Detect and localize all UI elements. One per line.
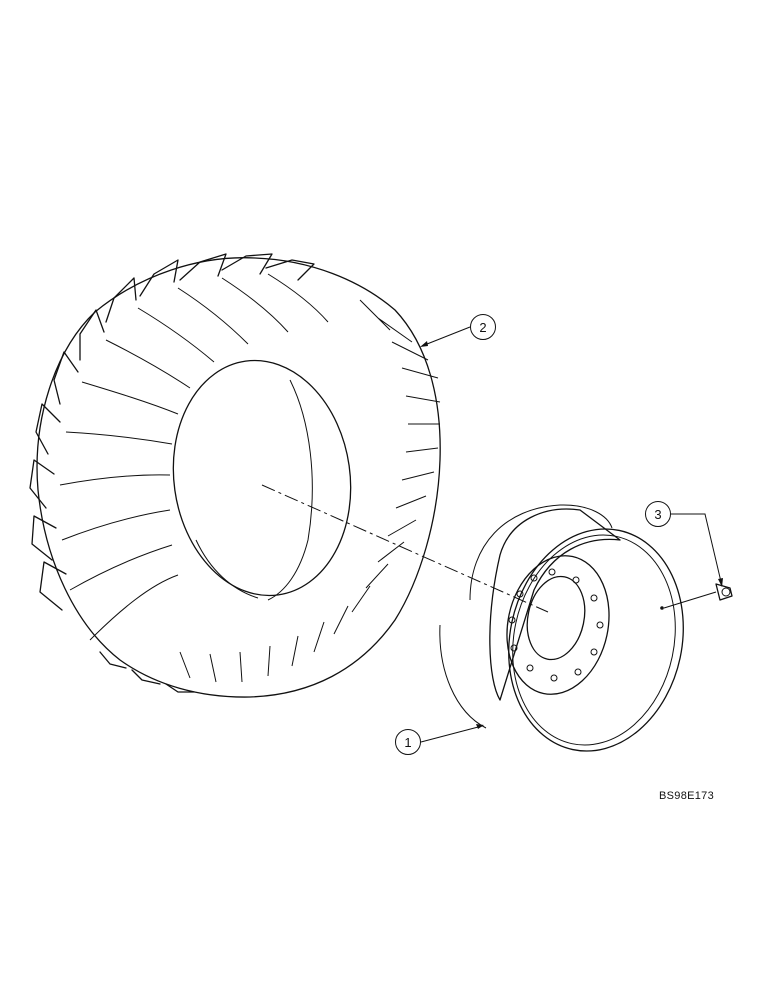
rim-barrel bbox=[489, 508, 621, 701]
callout-circle bbox=[645, 501, 671, 527]
leader-line bbox=[671, 513, 723, 587]
leader-line bbox=[421, 326, 471, 347]
tire-bottom-lugs bbox=[99, 651, 195, 693]
rim-lug-holes bbox=[508, 568, 604, 682]
rim-hub-bore bbox=[526, 575, 586, 661]
tire-outer-outline bbox=[36, 257, 441, 698]
leader-arrow bbox=[476, 724, 484, 729]
lug-hole bbox=[596, 621, 604, 629]
valve-stem-body bbox=[715, 583, 733, 601]
valve-stem bbox=[715, 583, 733, 601]
rim-front-flange-inner bbox=[512, 534, 676, 746]
callout-1: 1 bbox=[395, 724, 484, 755]
lug-hole bbox=[574, 668, 582, 676]
tire-side-tread bbox=[179, 299, 441, 683]
tire bbox=[29, 253, 441, 698]
lug-hole bbox=[508, 616, 516, 624]
lug-hole bbox=[550, 674, 558, 682]
callout-number: 3 bbox=[654, 507, 661, 522]
rim-disc bbox=[506, 555, 610, 695]
lug-hole bbox=[590, 648, 598, 656]
leader-arrow bbox=[420, 341, 428, 347]
drawing-reference-code: BS98E173 bbox=[659, 790, 714, 802]
tire-inner-shadow bbox=[195, 539, 259, 599]
callout-3: 3 bbox=[645, 501, 723, 609]
rim-back-flange-lower bbox=[439, 624, 487, 729]
rim-front-flange-outer bbox=[508, 528, 684, 752]
tire-tread-grooves bbox=[59, 273, 329, 641]
callout-circle bbox=[470, 314, 496, 340]
lug-hole bbox=[548, 568, 556, 576]
wheel-rim bbox=[439, 504, 684, 752]
assembly-center-line bbox=[261, 484, 549, 613]
lug-hole bbox=[516, 590, 524, 598]
valve-stem-cap bbox=[721, 587, 731, 597]
callout-2: 2 bbox=[420, 314, 496, 347]
rim-back-flange bbox=[469, 504, 613, 601]
leader-arrow bbox=[718, 578, 723, 587]
callout-number: 1 bbox=[404, 735, 411, 750]
tire-inner-wall bbox=[267, 379, 313, 601]
leader-line bbox=[420, 725, 483, 743]
callout-number: 2 bbox=[479, 320, 486, 335]
leader-line-secondary bbox=[663, 591, 717, 609]
rim-valve-hole bbox=[660, 606, 664, 610]
lug-hole bbox=[530, 574, 538, 582]
lug-hole bbox=[510, 644, 518, 652]
lug-hole bbox=[590, 594, 598, 602]
callout-circle bbox=[395, 729, 421, 755]
lug-hole bbox=[526, 664, 534, 672]
tire-tread-lugs bbox=[29, 253, 315, 611]
tire-bead-opening bbox=[172, 359, 352, 597]
lug-hole bbox=[572, 576, 580, 584]
